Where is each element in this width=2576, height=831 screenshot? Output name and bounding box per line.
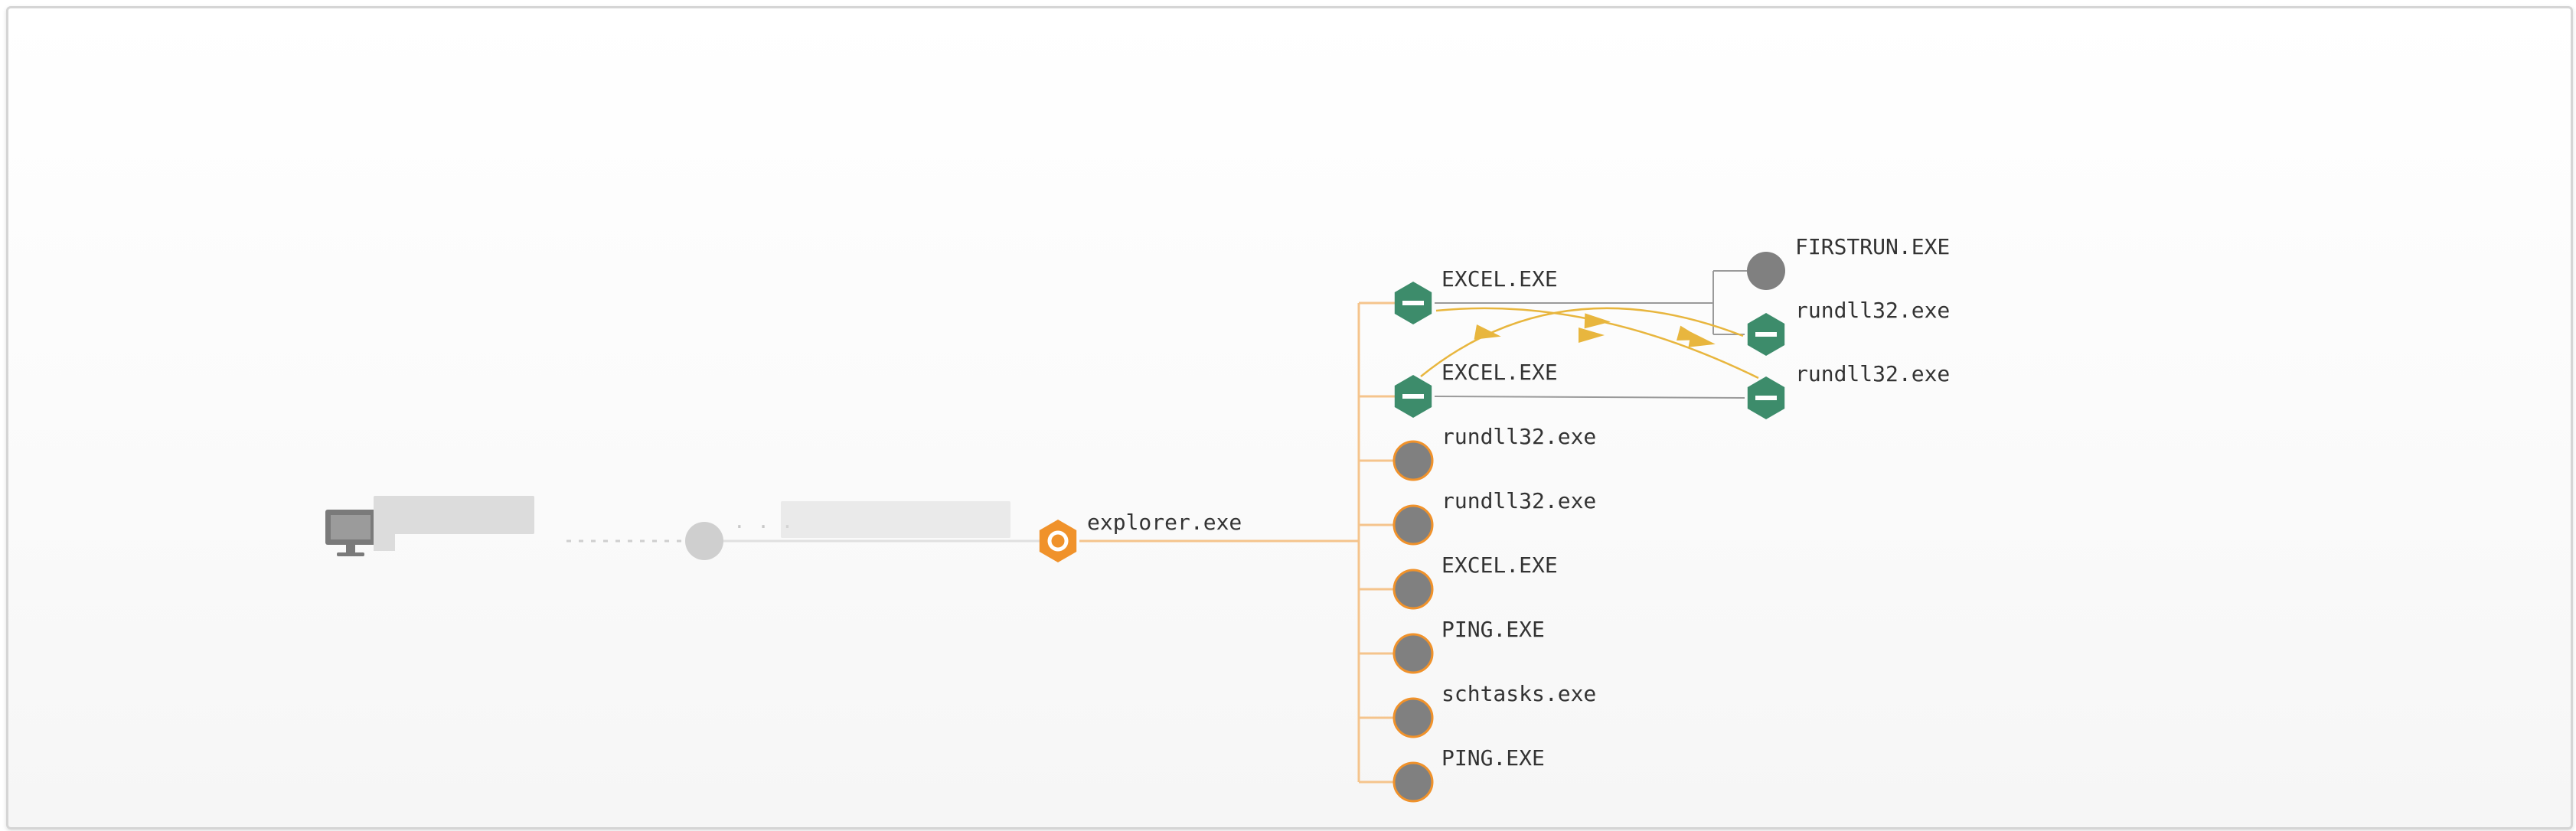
grandchild-node-rundll_c[interactable]: rundll32.exe bbox=[1747, 298, 1950, 356]
child-label: rundll32.exe bbox=[1441, 424, 1596, 449]
gray-circle-icon bbox=[1392, 761, 1434, 803]
redacted-ancestor-name bbox=[781, 501, 1010, 538]
minus-icon bbox=[1755, 396, 1777, 400]
ancestor-node[interactable] bbox=[685, 522, 723, 560]
grandchild-node-firstrun[interactable]: FIRSTRUN.EXE bbox=[1747, 234, 1950, 290]
minus-icon bbox=[1402, 394, 1424, 399]
process-graph-canvas[interactable] bbox=[6, 6, 2573, 829]
child-node-excel3[interactable]: EXCEL.EXE bbox=[1392, 552, 1558, 610]
root-label: explorer.exe bbox=[1087, 510, 1242, 535]
grandchild-label: rundll32.exe bbox=[1795, 361, 1950, 386]
orange-hexagon-icon bbox=[1039, 520, 1077, 562]
child-label: PING.EXE bbox=[1441, 745, 1545, 771]
child-label: EXCEL.EXE bbox=[1441, 266, 1558, 292]
grandchild-label: FIRSTRUN.EXE bbox=[1795, 234, 1950, 259]
child-label: schtasks.exe bbox=[1441, 681, 1596, 706]
root-node-explorer[interactable]: explorer.exe bbox=[1039, 510, 1242, 562]
gray-circle-icon bbox=[1392, 633, 1434, 674]
excel2-branch-edge bbox=[1434, 396, 1745, 399]
child-label: EXCEL.EXE bbox=[1441, 552, 1558, 578]
minus-icon bbox=[1402, 301, 1424, 305]
grandchild-edges bbox=[1434, 270, 1747, 399]
injection-edges bbox=[1420, 307, 1759, 380]
child-node-rundll_b[interactable]: rundll32.exe bbox=[1392, 488, 1596, 546]
arrowhead-icon bbox=[1584, 313, 1611, 329]
child-node-schtasks[interactable]: schtasks.exe bbox=[1392, 681, 1596, 738]
child-node-excel1[interactable]: EXCEL.EXE bbox=[1394, 266, 1558, 324]
grandchild-node-rundll_d[interactable]: rundll32.exe bbox=[1747, 361, 1950, 419]
child-label: rundll32.exe bbox=[1441, 488, 1596, 513]
grandchild-label: rundll32.exe bbox=[1795, 298, 1950, 323]
host-node[interactable] bbox=[325, 496, 534, 556]
arrowhead-icon bbox=[1474, 324, 1501, 340]
child-label: EXCEL.EXE bbox=[1441, 360, 1558, 385]
arrowhead-icon bbox=[1579, 328, 1605, 343]
child-node-excel2[interactable]: EXCEL.EXE bbox=[1394, 360, 1558, 418]
root-edges bbox=[1079, 301, 1413, 784]
computer-monitor-icon bbox=[325, 510, 376, 556]
minus-icon bbox=[1755, 332, 1777, 337]
injection-edge-excel2-to-rundll-c bbox=[1420, 307, 1744, 377]
child-node-rundll_a[interactable]: rundll32.exe bbox=[1392, 424, 1596, 481]
child-node-ping1[interactable]: PING.EXE bbox=[1392, 617, 1545, 674]
gray-circle-icon bbox=[1392, 440, 1434, 481]
gray-circle-icon bbox=[1392, 504, 1434, 546]
child-node-ping2[interactable]: PING.EXE bbox=[1392, 745, 1545, 803]
redacted-host-name bbox=[374, 496, 534, 534]
child-label: PING.EXE bbox=[1441, 617, 1545, 642]
arrowhead-icon bbox=[1688, 332, 1716, 347]
gray-circle-icon bbox=[1392, 569, 1434, 610]
root-inner-ring bbox=[1047, 530, 1069, 552]
gray-circle-icon bbox=[1392, 697, 1434, 738]
gray-circle-icon bbox=[1747, 252, 1785, 290]
redacted-host-fragment bbox=[374, 532, 395, 551]
